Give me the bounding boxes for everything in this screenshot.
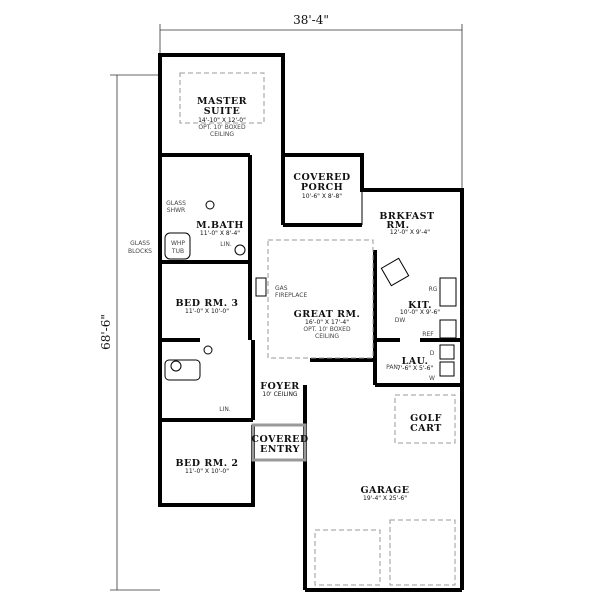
kitchen-island xyxy=(380,257,410,287)
dishwasher-label: DW xyxy=(395,317,406,324)
toilet-icon xyxy=(170,360,182,372)
bedroom-2-label: BED RM. 2 xyxy=(176,458,239,469)
master-suite-note-2: CEILING xyxy=(210,131,234,138)
garage-size: 19'-4" X 25'-6" xyxy=(363,495,407,502)
great-room-size: 16'-0" X 17'-4" xyxy=(305,319,349,326)
walls xyxy=(158,53,464,592)
dryer xyxy=(439,344,455,360)
linen-label-2: LIN. xyxy=(219,406,231,413)
refrigerator xyxy=(439,319,457,339)
bedroom-3-label: BED RM. 3 xyxy=(176,298,239,309)
golf-cart-label: GOLF xyxy=(410,413,442,424)
covered-entry-label: COVERED xyxy=(251,434,308,445)
range xyxy=(439,277,457,307)
toilet-icon xyxy=(234,244,246,256)
sink-icon xyxy=(203,345,213,355)
master-suite-size: 14'-10" X 12'-0" xyxy=(198,117,246,124)
covered-entry-label-2: ENTRY xyxy=(260,444,300,455)
foyer-label: FOYER xyxy=(260,381,299,392)
laundry-label: LAU. xyxy=(402,356,429,367)
fireplace-icon xyxy=(255,277,267,297)
master-boxed-ceiling xyxy=(179,72,265,124)
master-bath-size: 11'-0" X 8'-4" xyxy=(200,230,240,237)
whp-tub-label: WHP xyxy=(171,240,185,247)
dryer-label: D xyxy=(430,350,435,357)
glass-shower-label: GLASS xyxy=(166,200,186,207)
covered-porch-label: COVERED xyxy=(293,172,350,183)
bedroom-2-size: 11'-0" X 10'-0" xyxy=(185,468,229,475)
laundry-size: 7'-6" X 5'-6" xyxy=(397,365,434,372)
pantry-label: PAN xyxy=(386,364,398,371)
master-suite-note: OPT. 10' BOXED xyxy=(198,124,246,131)
glass-blocks-label-2: BLOCKS xyxy=(128,248,152,255)
great-room-note-2: CEILING xyxy=(315,333,339,340)
range-label: RG xyxy=(429,286,438,293)
washer xyxy=(439,361,455,377)
car-space-2 xyxy=(389,519,456,586)
foyer-note: 10' CEILING xyxy=(262,391,298,398)
great-room-label: GREAT RM. xyxy=(294,309,361,320)
width-dimension: 38'-4" xyxy=(159,13,463,190)
depth-label: 68'-6" xyxy=(99,314,113,350)
fireplace-label: GAS xyxy=(275,285,288,292)
breakfast-room-label-2: RM. xyxy=(386,220,409,231)
whp-tub-label-2: TUB xyxy=(171,248,184,255)
breakfast-room-size: 12'-0" X 9'-4" xyxy=(390,229,430,236)
kitchen-size: 10'-0" X 9'-6" xyxy=(400,309,440,316)
whirlpool-tub xyxy=(164,232,191,260)
refrigerator-label: REF xyxy=(422,331,434,338)
linen-label: LIN. xyxy=(220,241,232,248)
golf-cart-outline xyxy=(394,394,456,444)
bathtub xyxy=(164,359,201,381)
fireplace-label-2: FIREPLACE xyxy=(275,292,307,299)
great-room-boxed-ceiling xyxy=(267,239,374,359)
great-room-note: OPT. 10' BOXED xyxy=(303,326,351,333)
bedroom-3-size: 11'-0" X 10'-0" xyxy=(185,308,229,315)
glass-shower-label-2: SHWR xyxy=(167,207,185,214)
golf-cart-label-2: CART xyxy=(410,423,442,434)
kitchen-label: KIT. xyxy=(408,300,432,311)
garage-label: GARAGE xyxy=(360,485,409,496)
breakfast-room-label: BRKFAST xyxy=(379,211,434,222)
master-suite-label-2: SUITE xyxy=(204,106,240,117)
width-label: 38'-4" xyxy=(293,13,329,27)
depth-dimension: 68'-6" xyxy=(99,74,160,591)
glass-blocks-label: GLASS xyxy=(130,240,150,247)
covered-porch-label-2: PORCH xyxy=(301,182,343,193)
sink-icon xyxy=(205,200,215,210)
covered-porch-size: 10'-6" X 8'-8" xyxy=(302,193,342,200)
car-space-1 xyxy=(314,529,381,586)
master-suite-label: MASTER xyxy=(197,96,247,107)
master-bath-label: M.BATH xyxy=(196,220,244,231)
washer-label: W xyxy=(429,375,435,382)
